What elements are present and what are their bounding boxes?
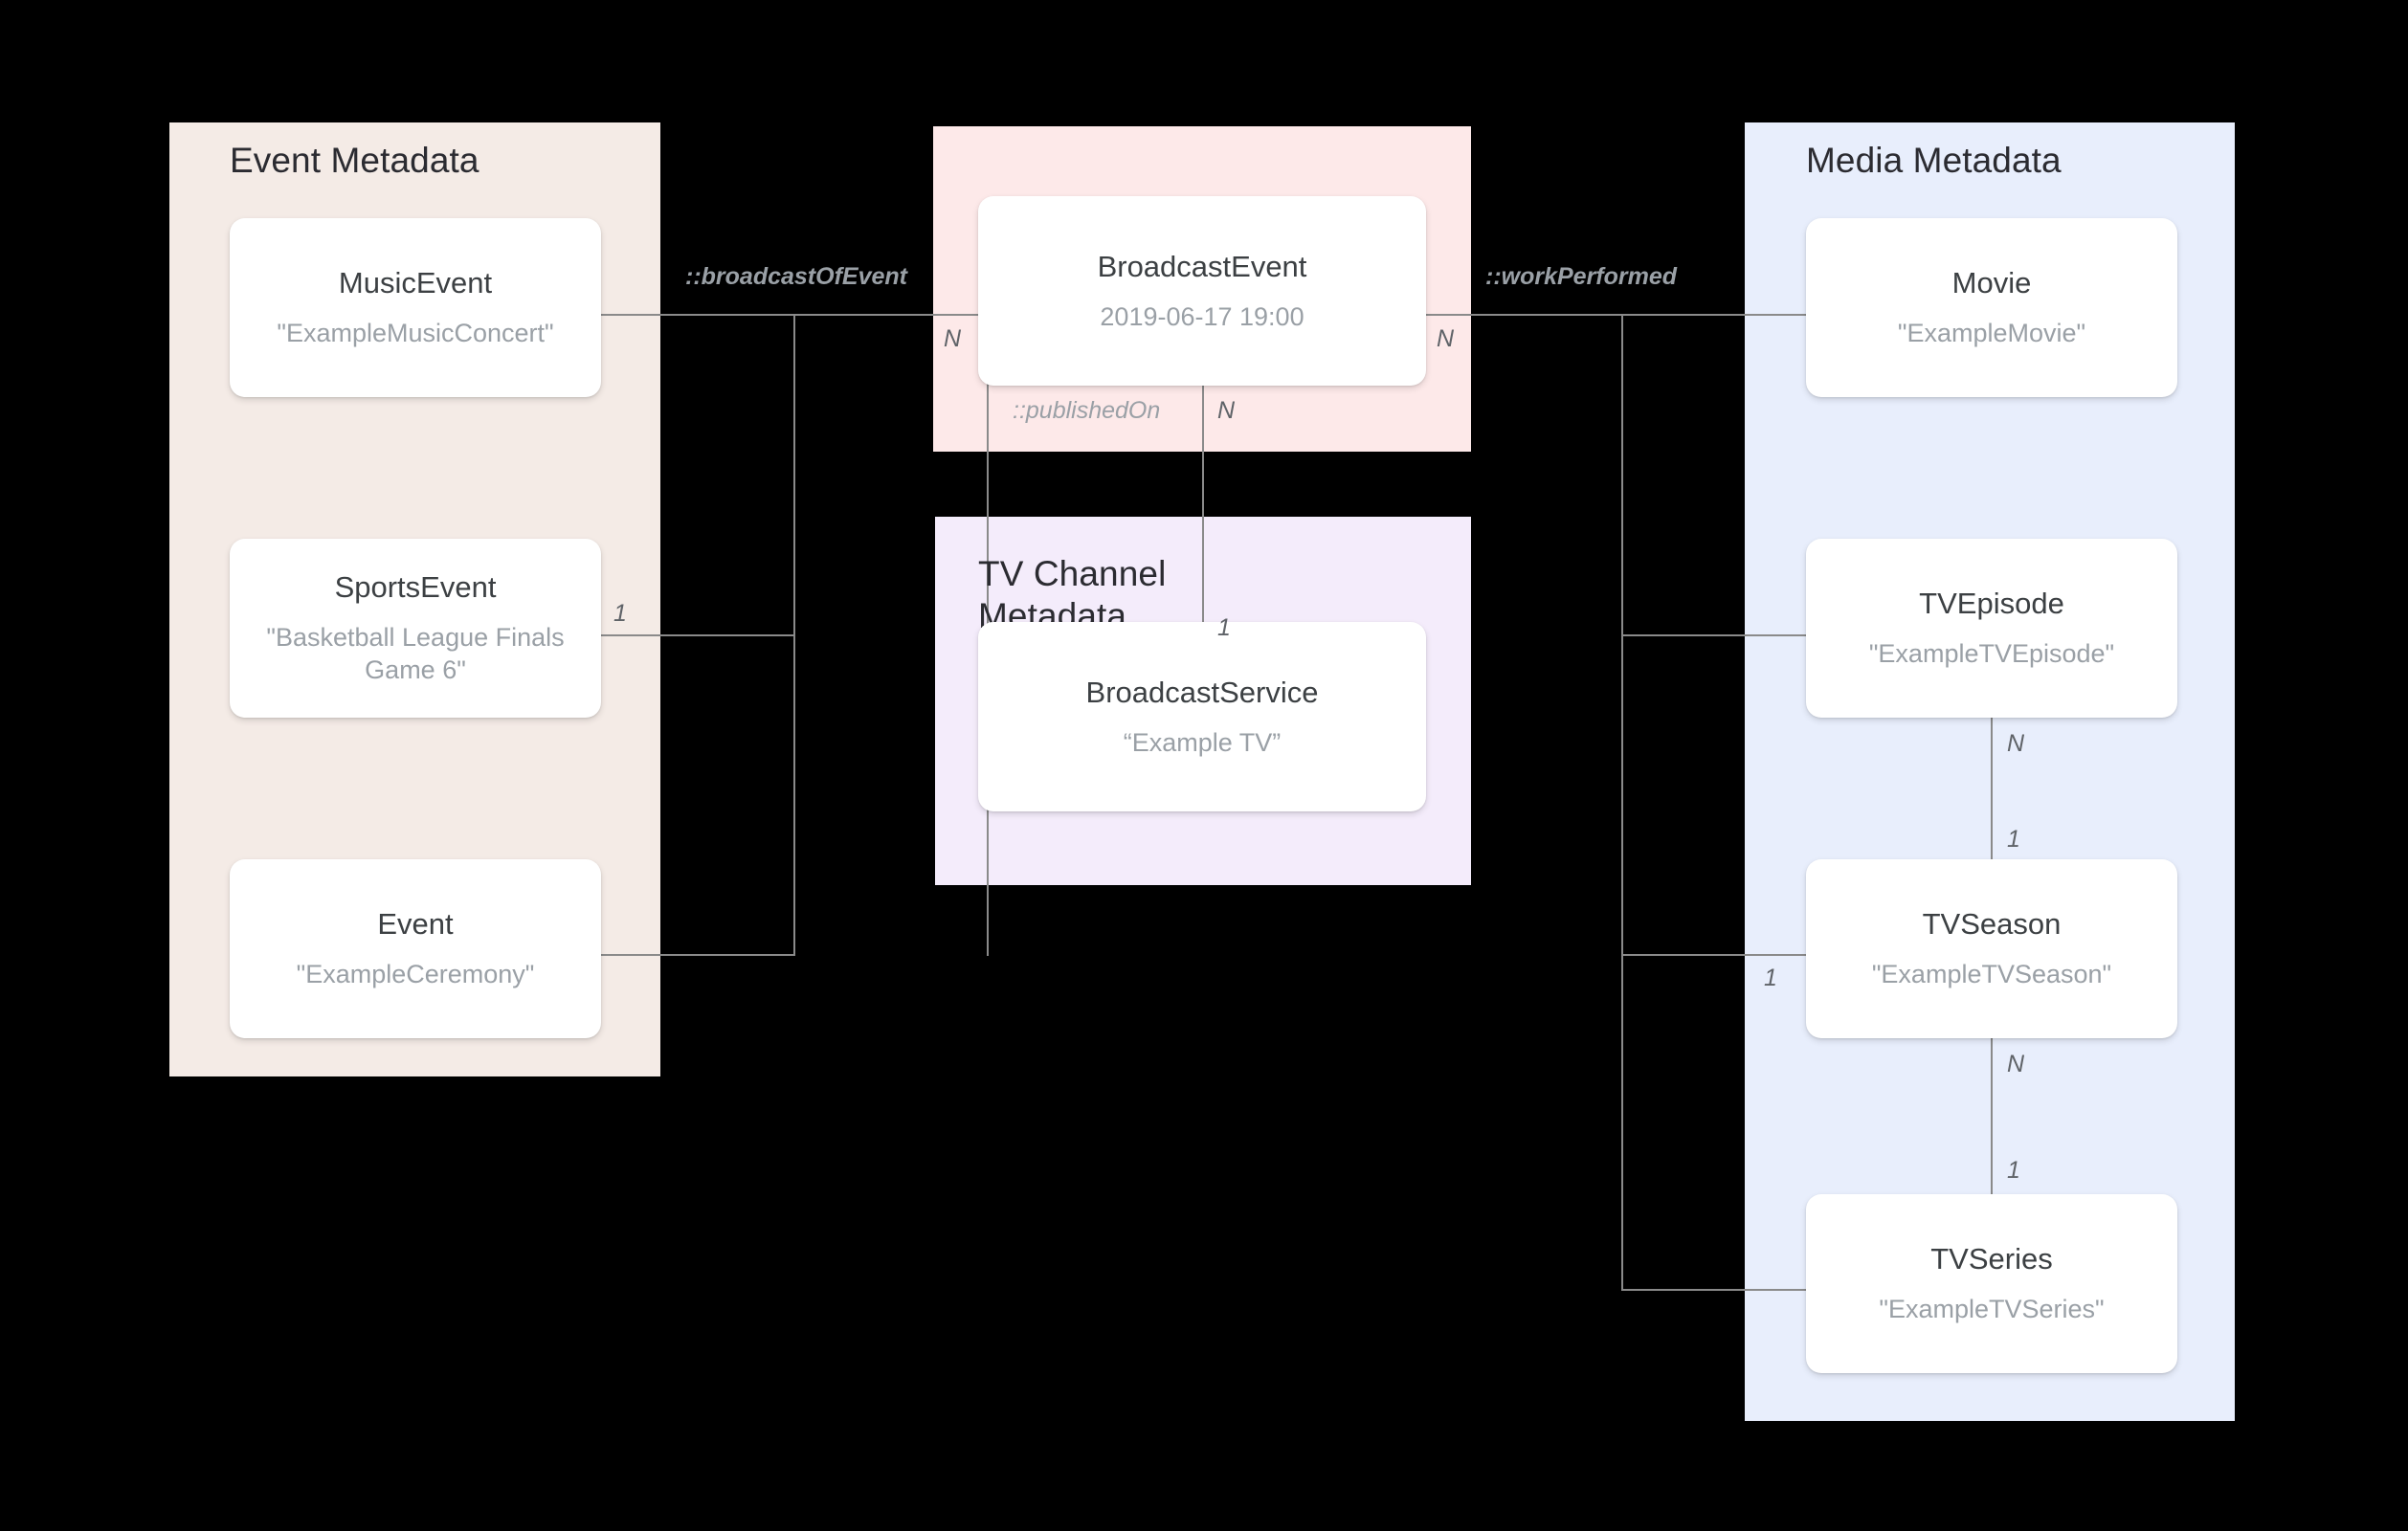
entity-value-label: "ExampleTVSeason" bbox=[1871, 960, 2112, 988]
connector-bus-to-broadcast-event bbox=[793, 314, 978, 316]
entity-value-label: "ExampleMovie" bbox=[1897, 319, 2086, 347]
entity-value-label: "ExampleTVEpisode" bbox=[1868, 639, 2115, 668]
entity-value-label: "ExampleMusicConcert" bbox=[277, 319, 554, 347]
entity-card-movie[interactable]: Movie "ExampleMovie" bbox=[1806, 218, 2177, 397]
entity-card-tv-season[interactable]: TVSeason "ExampleTVSeason" bbox=[1806, 859, 2177, 1038]
entity-value-label: “Example TV” bbox=[1123, 727, 1282, 757]
entity-card-sports-event[interactable]: SportsEvent "Basketball League Finals Ga… bbox=[230, 539, 601, 718]
relation-label-broadcast-of-event: ::broadcastOfEvent bbox=[685, 263, 907, 290]
connector-tv-episode-to-tv-season bbox=[1991, 718, 1993, 859]
cardinality-broadcast-event-left: N bbox=[944, 325, 962, 352]
cardinality-tv-episode-n: N bbox=[2007, 730, 2025, 757]
cardinality-broadcast-event-right: N bbox=[1437, 325, 1455, 352]
cardinality-tv-season-n: N bbox=[2007, 1051, 2025, 1077]
entity-type-label: BroadcastEvent bbox=[1097, 249, 1307, 283]
cardinality-sports-event: 1 bbox=[613, 600, 627, 627]
connector-left-vertical-bus bbox=[793, 314, 795, 956]
entity-type-label: BroadcastService bbox=[1085, 675, 1319, 709]
connector-bus-to-tv-episode bbox=[1621, 634, 1806, 636]
connector-tv-season-to-tv-series bbox=[1991, 1038, 1993, 1194]
entity-card-tv-series[interactable]: TVSeries "ExampleTVSeries" bbox=[1806, 1194, 2177, 1373]
cardinality-published-on-n: N bbox=[1217, 397, 1236, 424]
entity-value-label: 2019-06-17 19:00 bbox=[1100, 301, 1304, 331]
connector-bus-to-tv-season bbox=[1621, 954, 1806, 956]
connector-sports-event-to-bus bbox=[601, 634, 795, 636]
connector-bus-to-movie bbox=[1621, 314, 1806, 316]
cardinality-tv-series-1: 1 bbox=[2007, 1157, 2020, 1184]
connector-event-to-bus bbox=[601, 954, 795, 956]
entity-card-tv-episode[interactable]: TVEpisode "ExampleTVEpisode" bbox=[1806, 539, 2177, 718]
connector-broadcast-event-to-service bbox=[1202, 386, 1204, 622]
cardinality-media-bus-1: 1 bbox=[1764, 965, 1777, 991]
entity-type-label: TVSeason bbox=[1922, 907, 2062, 942]
entity-value-label: "Basketball League Finals Game 6" bbox=[266, 623, 565, 684]
entity-type-label: Event bbox=[377, 907, 454, 942]
connector-music-event-to-bus bbox=[601, 314, 795, 316]
cardinality-broadcast-service-1: 1 bbox=[1217, 614, 1231, 641]
entity-type-label: TVSeries bbox=[1930, 1242, 2053, 1276]
entity-card-event[interactable]: Event "ExampleCeremony" bbox=[230, 859, 601, 1038]
group-title-event-metadata: Event Metadata bbox=[230, 141, 479, 180]
entity-type-label: Movie bbox=[1951, 266, 2032, 300]
cardinality-tv-season-1-top: 1 bbox=[2007, 826, 2020, 853]
relation-label-work-performed: ::workPerformed bbox=[1485, 263, 1678, 290]
connector-broadcast-event-to-right-bus bbox=[1426, 314, 1622, 316]
entity-type-label: MusicEvent bbox=[338, 266, 493, 300]
entity-value-label: "ExampleCeremony" bbox=[296, 960, 535, 988]
entity-value-label: "ExampleTVSeries" bbox=[1879, 1295, 2105, 1323]
entity-type-label: SportsEvent bbox=[334, 570, 497, 605]
group-title-media-metadata: Media Metadata bbox=[1806, 141, 2062, 180]
connector-right-vertical-bus bbox=[1621, 314, 1623, 1291]
entity-type-label: TVEpisode bbox=[1919, 587, 2064, 621]
relation-label-published-on: ::publishedOn bbox=[1013, 397, 1161, 424]
entity-card-broadcast-service[interactable]: BroadcastService “Example TV” bbox=[978, 622, 1426, 811]
connector-bus-to-tv-series bbox=[1621, 1289, 1806, 1291]
entity-card-music-event[interactable]: MusicEvent "ExampleMusicConcert" bbox=[230, 218, 601, 397]
entity-card-broadcast-event[interactable]: BroadcastEvent 2019-06-17 19:00 bbox=[978, 196, 1426, 386]
